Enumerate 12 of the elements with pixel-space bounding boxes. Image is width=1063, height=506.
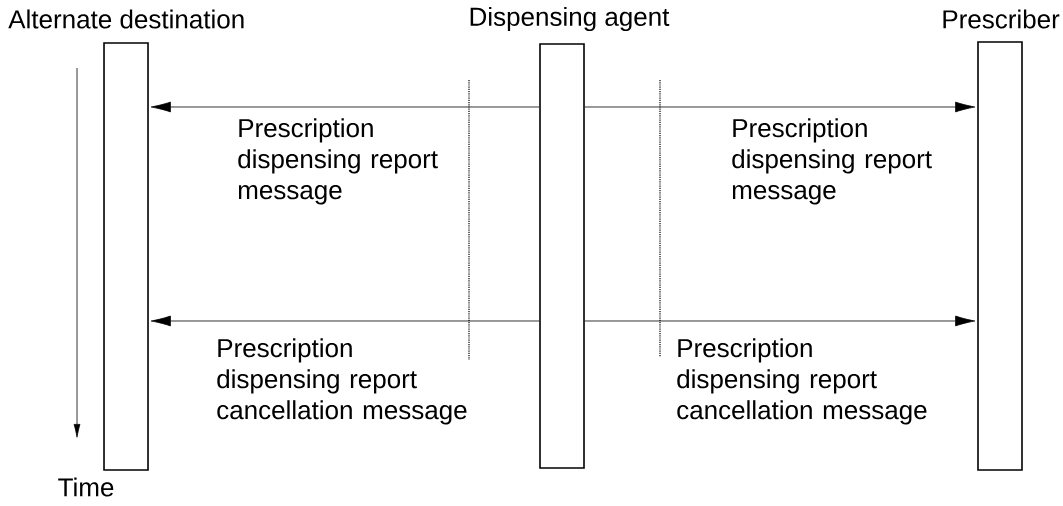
- lifeline-heading: Dispensing agent: [470, 6, 670, 32]
- edge-label: Prescription dispensing report cancellation message: [217, 338, 467, 425]
- edge-label: Prescription dispensing report message: [238, 118, 438, 205]
- lifeline-heading: Prescriber: [943, 9, 1060, 29]
- arrow: [584, 315, 976, 327]
- arrow: [150, 101, 540, 113]
- edge-label: Prescription dispensing report cancellation message: [677, 338, 927, 425]
- axis-label: Time: [58, 477, 114, 497]
- arrow: [150, 315, 540, 327]
- edge-label: Prescription dispensing report message: [732, 118, 932, 205]
- arrow: [584, 101, 976, 113]
- lifeline-heading: Alternate destination: [8, 9, 244, 29]
